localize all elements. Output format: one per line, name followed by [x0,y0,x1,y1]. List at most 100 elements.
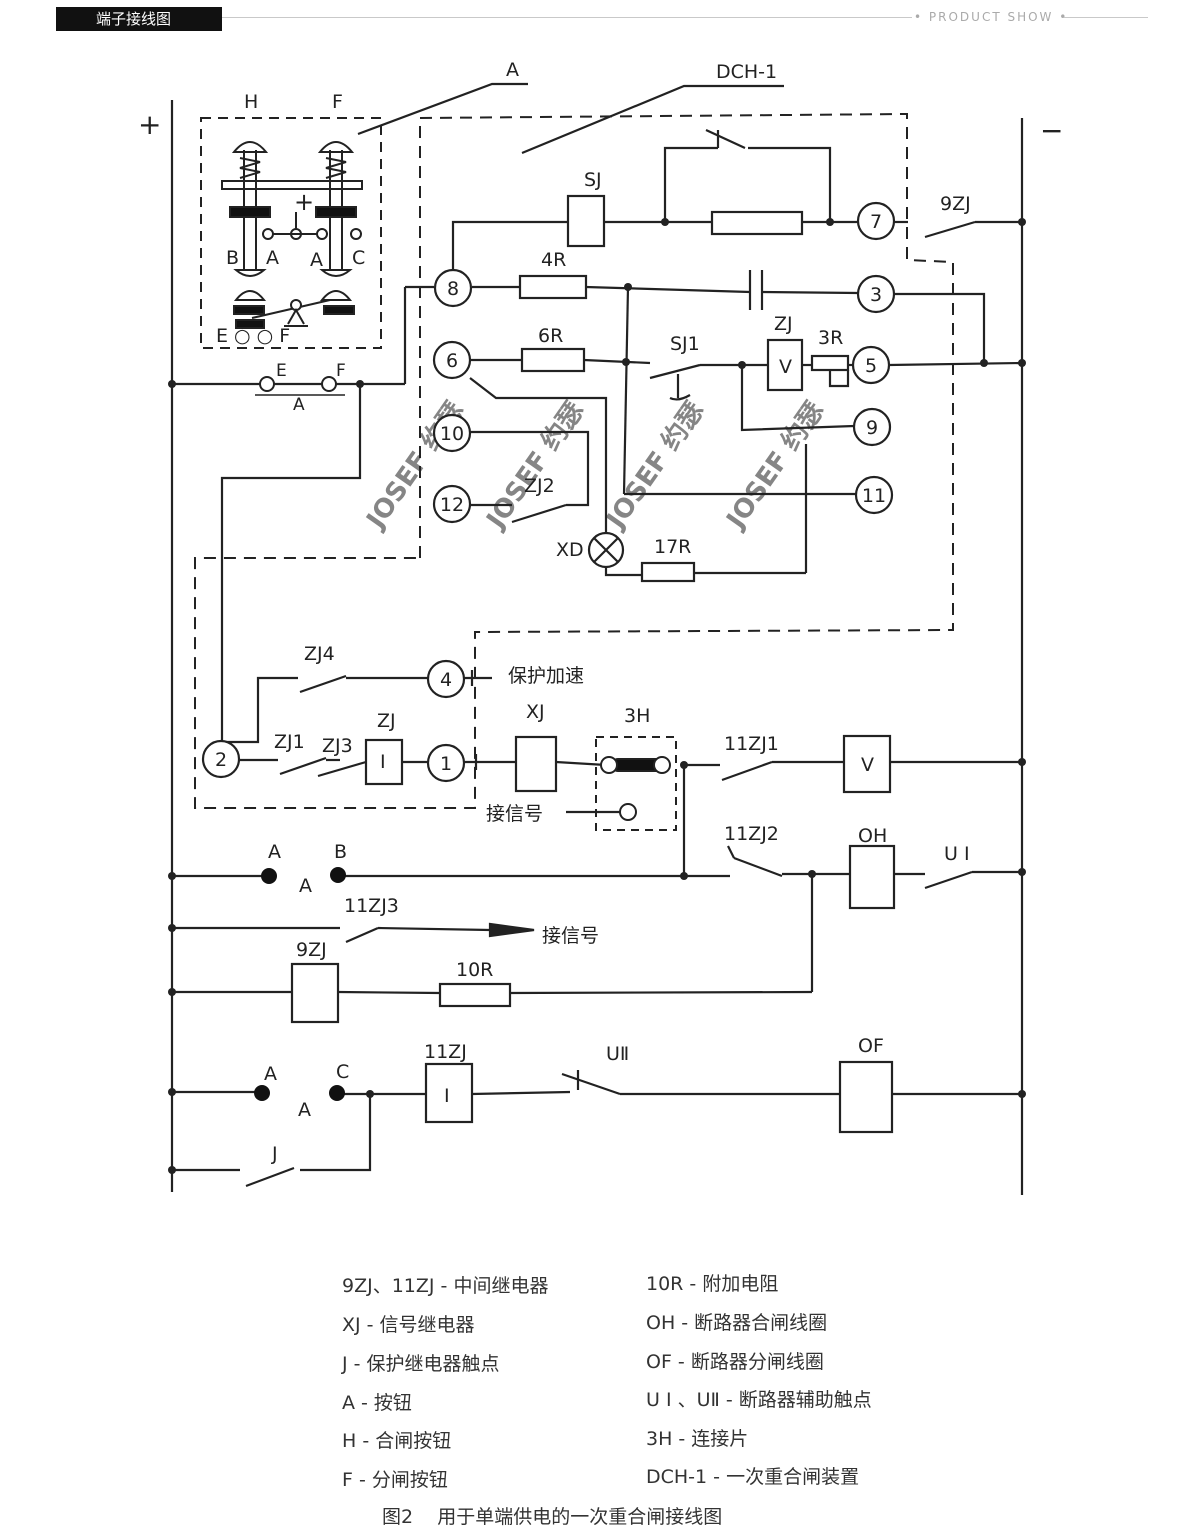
u2-label: UⅡ [606,1043,629,1065]
wires [170,82,1024,1195]
4r-label: 4R [541,249,566,271]
legend-item: OF - 断路器分闸线圈 [646,1351,824,1373]
baohu-label: 保护加速 [508,665,584,687]
terminal-label: 4 [440,669,452,691]
terminal-10 [432,413,472,453]
btn-c-label: C [352,247,365,269]
terminal-label: 3 [870,284,882,306]
components [290,194,896,1134]
legend-item: F - 分闸按钮 [342,1469,448,1491]
header-right-label: PRODUCT SHOW [928,10,1054,24]
terminal-label: 11 [862,485,886,507]
figure-caption: 图2 用于单端供电的一次重合闸接线图 [382,1502,722,1529]
jiexinhao-label: 接信号 [486,803,543,825]
terminal-label: 9 [866,417,878,439]
ab-mid-label: A [299,875,312,897]
watermark: JOSEF 约瑟 [719,396,830,536]
terminal-labels: 1 2 3 4 5 6 7 8 9 10 11 12 [215,211,886,775]
legend-item: J - 保护继电器触点 [342,1353,500,1375]
legend-item: 10R - 附加电阻 [646,1273,779,1295]
10r-label: 10R [456,959,493,981]
jiexinhao2-label: 接信号 [542,925,599,947]
button-a-contacts [259,376,337,392]
sj-coil [566,194,606,248]
btn-b-label: B [226,247,239,269]
terminal-6 [432,340,472,380]
resistor-3r [810,354,850,372]
btn-a2-label: A [310,249,323,271]
zj1-label: ZJ1 [274,731,305,753]
ab-a-label: A [268,841,281,863]
junction-dots [168,218,1026,1174]
resistor-10r [438,982,512,1008]
row-f-label: F [336,361,346,381]
plus-label: + [138,108,161,141]
zj4-label: ZJ4 [304,643,335,665]
header-tab: 端子接线图 [56,7,222,31]
terminal-7 [856,201,896,241]
terminal-8 [433,268,473,308]
terminal-4 [426,659,466,699]
legend-item: 3H - 连接片 [646,1428,749,1450]
zj-v-coil [766,338,804,392]
resistor-sj [710,210,804,236]
btn-f-label: F [332,91,343,113]
ac-a-label: A [264,1063,277,1085]
11zj1-label: 11ZJ1 [724,733,779,755]
v-label: V [779,356,792,378]
legend-item: U I 、UⅡ - 断路器辅助触点 [646,1389,872,1411]
watermark: JOSEF 约瑟 [599,396,710,536]
11zj1-v-coil [842,734,892,794]
6r-label: 6R [538,325,563,347]
legend-item: XJ - 信号继电器 [342,1314,475,1336]
row-a-label: A [293,395,305,415]
of-label: OF [858,1035,884,1057]
watermark-group: JOSEF 约瑟 JOSEF 约瑟 JOSEF 约瑟 JOSEF 约瑟 [359,396,830,536]
btn-h-label: H [244,91,258,113]
row-e-label: E [276,361,287,381]
3h-label: 3H [624,705,650,727]
component-labels: + − A DCH-1 H F B A A C E ○ ○ F + E F A … [138,59,1063,1165]
figure-title: 用于单端供电的一次重合闸接线图 [437,1506,723,1528]
terminal-9 [852,407,892,447]
terminal-label: 1 [440,753,452,775]
callout-a: A [506,59,519,81]
xd-label: XD [556,539,584,561]
terminal-group [201,201,896,783]
legend-item: OH - 断路器合闸线圈 [646,1312,828,1334]
terminal-label: 6 [446,350,458,372]
resistor-6r [520,347,586,373]
oh-coil [848,844,896,910]
terminal-label: 12 [440,494,464,516]
oh-label: OH [858,825,887,847]
11zj-label: 11ZJ [424,1041,467,1063]
terminal-3 [856,274,896,314]
ac-mid-label: A [298,1099,311,1121]
header-divider-right [1064,17,1148,18]
button-mechanism [221,141,363,329]
terminal-label: 5 [865,355,877,377]
zj2-label: ZJ2 [524,475,555,497]
zj-top-label: ZJ [774,313,793,335]
terminal-1 [426,743,466,783]
i-label: I [380,751,386,773]
legend-item: A - 按钮 [342,1392,412,1414]
11zj-i-coil [424,1062,474,1124]
terminal-label: 10 [440,423,464,445]
terminal-12 [432,484,472,524]
sj1-label: SJ1 [670,333,700,355]
callout-dch: DCH-1 [716,61,777,83]
ab-b-label: B [334,841,347,863]
header-divider [222,17,912,18]
zj3-label: ZJ3 [322,735,353,757]
terminal-2 [201,739,241,779]
11zj3-label: 11ZJ3 [344,895,399,917]
btn-plus-label: + [294,188,314,216]
9zj-coil [290,962,340,1024]
terminal-label: 8 [447,278,459,300]
link-3h [600,756,688,821]
minus-label: − [1040,114,1063,147]
sj-label: SJ [584,169,602,191]
v2-label: V [861,754,874,776]
9zj-coil-label: 9ZJ [296,939,327,961]
